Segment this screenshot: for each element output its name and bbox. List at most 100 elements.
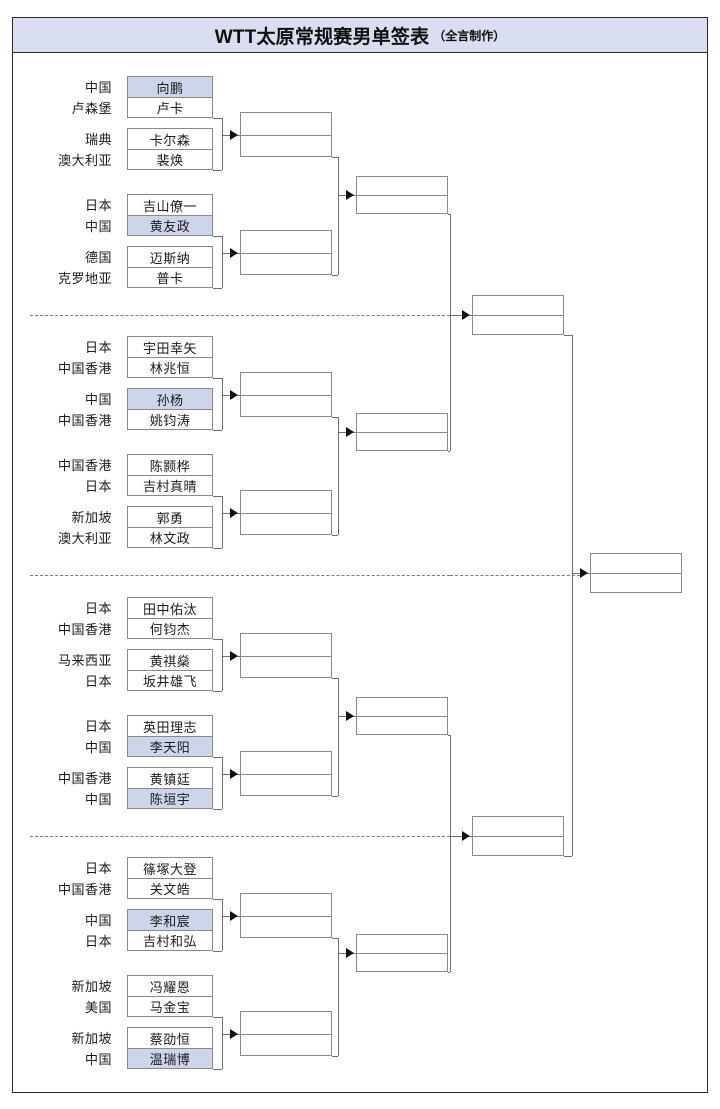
feeder-join (338, 678, 339, 796)
player-slot[interactable]: 李和宸 (127, 909, 213, 930)
feeder-line (213, 899, 222, 900)
final-slot[interactable] (590, 553, 682, 593)
section-separator (30, 315, 450, 316)
feeder-line (213, 118, 222, 119)
player-slot[interactable]: 姚钧涛 (127, 409, 213, 430)
feeder-line (448, 451, 450, 452)
player-slot[interactable]: 温瑞博 (127, 1048, 213, 1069)
feeder-line (332, 275, 338, 276)
player-country: 日本 (84, 861, 112, 876)
feeder-line (213, 757, 222, 758)
player-slot[interactable]: 李天阳 (127, 736, 213, 757)
round2-slot[interactable] (240, 490, 332, 535)
player-slot[interactable]: 黄祺燊 (127, 649, 213, 670)
player-slot[interactable]: 卡尔森 (127, 128, 213, 149)
player-slot[interactable]: 林文政 (127, 527, 213, 548)
player-slot[interactable]: 裴焕 (127, 149, 213, 170)
feeder-join (222, 1017, 223, 1069)
feeder-line (213, 548, 222, 549)
player-slot[interactable]: 坂井雄飞 (127, 670, 213, 691)
feeder-line (448, 972, 450, 973)
section-separator (30, 575, 450, 576)
player-slot[interactable]: 陈颢桦 (127, 454, 213, 475)
player-slot[interactable]: 英田理志 (127, 715, 213, 736)
section-separator-center (450, 575, 580, 576)
round2-slot[interactable] (240, 633, 332, 678)
title-sub-text: （全言制作） (433, 28, 506, 43)
player-country: 新加坡 (71, 979, 112, 994)
player-slot[interactable]: 关文皓 (127, 878, 213, 899)
round2-slot[interactable] (240, 372, 332, 417)
player-country: 中国香港 (57, 882, 112, 897)
player-slot[interactable]: 篠塚大登 (127, 857, 213, 878)
player-slot[interactable]: 林兆恒 (127, 357, 213, 378)
player-country: 中国香港 (57, 622, 112, 637)
player-slot[interactable]: 陈垣宇 (127, 788, 213, 809)
player-slot[interactable]: 孙杨 (127, 388, 213, 409)
round2-slot[interactable] (240, 751, 332, 796)
slot-divider (241, 394, 331, 396)
feeder-line (564, 335, 572, 336)
round2-slot[interactable] (240, 112, 332, 157)
round4-slot[interactable] (472, 816, 564, 856)
feeder-line (332, 678, 338, 679)
player-slot[interactable]: 田中佑汰 (127, 597, 213, 618)
round2-slot[interactable] (240, 893, 332, 938)
player-slot[interactable]: 蔡劭恒 (127, 1027, 213, 1048)
player-country: 马来西亚 (57, 653, 112, 668)
player-country: 新加坡 (71, 1031, 112, 1046)
player-country: 中国 (84, 392, 112, 407)
player-country: 中国 (84, 219, 112, 234)
slot-divider (357, 195, 447, 196)
player-slot[interactable]: 吉村和弘 (127, 930, 213, 951)
round3-slot[interactable] (356, 697, 448, 735)
player-slot[interactable]: 何钧杰 (127, 618, 213, 639)
player-country: 中国 (84, 913, 112, 928)
player-slot[interactable]: 卢卡 (127, 97, 213, 118)
round3-slot[interactable] (356, 176, 448, 214)
player-country: 中国 (84, 1052, 112, 1067)
slot-divider (241, 512, 331, 514)
feeder-line (332, 938, 338, 939)
player-slot[interactable]: 黄镇廷 (127, 767, 213, 788)
feeder-line (213, 236, 222, 237)
slot-divider (357, 716, 447, 717)
feeder-line (332, 417, 338, 418)
round3-slot[interactable] (356, 413, 448, 451)
slot-divider (473, 315, 563, 316)
feeder-join (222, 496, 223, 548)
player-country: 中国 (84, 740, 112, 755)
player-slot[interactable]: 郭勇 (127, 506, 213, 527)
feeder-line (450, 315, 472, 316)
player-slot[interactable]: 马金宝 (127, 996, 213, 1017)
player-country: 日本 (84, 479, 112, 494)
player-slot[interactable]: 吉山僚一 (127, 194, 213, 215)
feeder-line (448, 214, 450, 215)
player-slot[interactable]: 向鹏 (127, 76, 213, 97)
slot-divider (241, 915, 331, 917)
player-slot[interactable]: 迈斯纳 (127, 246, 213, 267)
player-slot[interactable]: 宇田幸矢 (127, 336, 213, 357)
player-slot[interactable]: 吉村真晴 (127, 475, 213, 496)
round3-slot[interactable] (356, 934, 448, 972)
player-country: 日本 (84, 198, 112, 213)
feeder-arrow (346, 190, 354, 200)
feeder-arrow (346, 948, 354, 958)
player-slot[interactable]: 普卡 (127, 267, 213, 288)
player-slot[interactable]: 黄友政 (127, 215, 213, 236)
slot-divider (241, 134, 331, 136)
section-separator (30, 836, 450, 837)
feeder-line (332, 535, 338, 536)
round2-slot[interactable] (240, 230, 332, 275)
player-country: 澳大利亚 (57, 153, 112, 168)
player-country: 日本 (84, 340, 112, 355)
feeder-arrow (346, 427, 354, 437)
feeder-arrow (230, 768, 238, 779)
round2-slot[interactable] (240, 1011, 332, 1056)
player-slot[interactable]: 冯耀恩 (127, 975, 213, 996)
player-country: 日本 (84, 674, 112, 689)
title-main-text: WTT太原常规赛男单签表 (214, 26, 430, 48)
feeder-join (338, 157, 339, 275)
round4-slot[interactable] (472, 295, 564, 335)
